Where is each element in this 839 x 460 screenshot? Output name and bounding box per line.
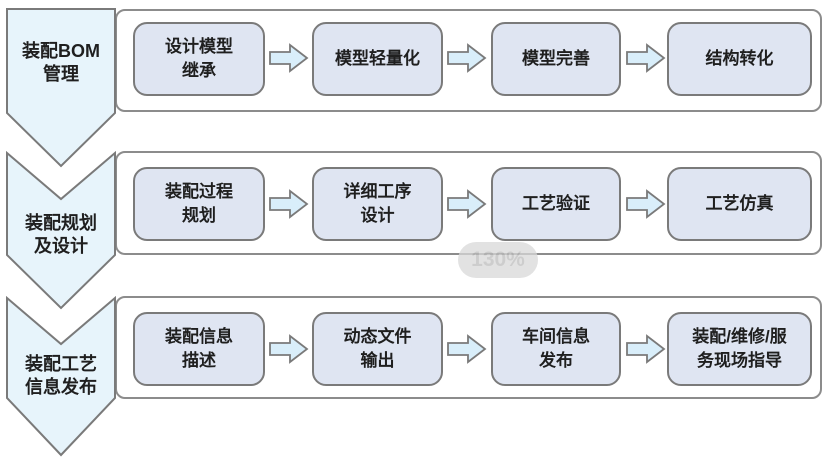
right-arrow-icon [626, 43, 666, 73]
step-box: 模型完善 [491, 22, 621, 96]
right-arrow-icon [626, 334, 666, 364]
right-arrow-icon [269, 189, 309, 219]
step-box: 结构转化 [667, 22, 812, 96]
right-arrow-icon [447, 43, 487, 73]
step-box: 设计模型 继承 [133, 22, 265, 96]
stage-chevron-down-icon-3 [6, 296, 116, 457]
step-box: 详细工序 设计 [312, 167, 443, 241]
step-box: 工艺仿真 [667, 167, 812, 241]
step-box: 装配/维修/服 务现场指导 [667, 312, 812, 386]
stage-label-1: 装配BOM 管理 [22, 41, 100, 84]
right-arrow-icon [447, 334, 487, 364]
stage-label-2: 装配规划 及设计 [25, 213, 97, 256]
stage-label-3: 装配工艺 信息发布 [25, 354, 97, 397]
right-arrow-icon [626, 189, 666, 219]
step-box: 动态文件 输出 [312, 312, 443, 386]
step-box: 车间信息 发布 [491, 312, 621, 386]
step-box: 装配过程 规划 [133, 167, 265, 241]
right-arrow-icon [447, 189, 487, 219]
right-arrow-icon [269, 334, 309, 364]
zoom-level-badge: 130% [458, 242, 538, 278]
step-box: 工艺验证 [491, 167, 621, 241]
stage-chevron-down-icon-1 [6, 8, 116, 168]
right-arrow-icon [269, 43, 309, 73]
step-box: 装配信息 描述 [133, 312, 265, 386]
step-box: 模型轻量化 [312, 22, 443, 96]
stage-chevron-down-icon-2 [6, 151, 116, 310]
